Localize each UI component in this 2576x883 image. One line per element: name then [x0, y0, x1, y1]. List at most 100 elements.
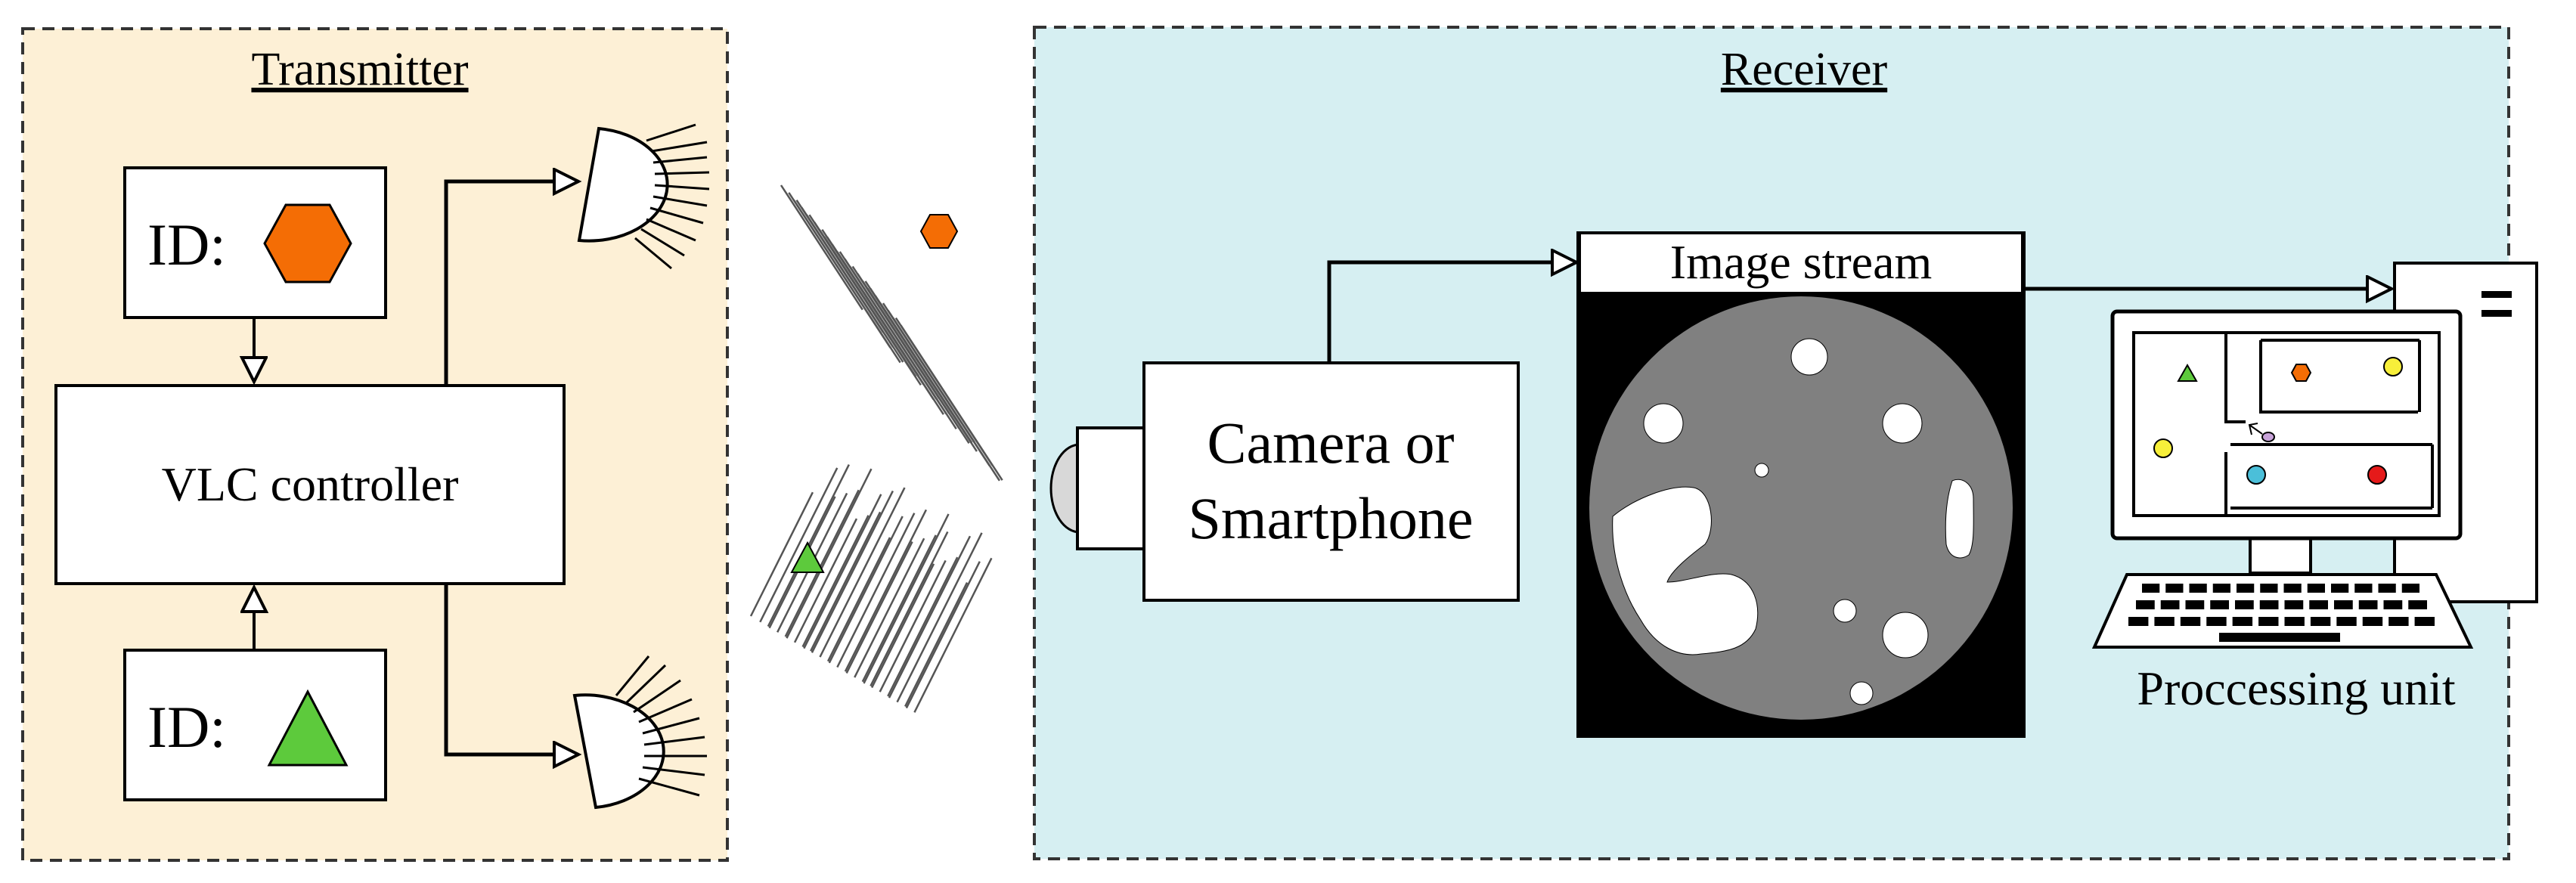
light-beam-line	[870, 563, 935, 689]
camera-barrel	[1076, 426, 1147, 550]
keyboard-key	[2354, 584, 2373, 593]
light-beam-line	[836, 513, 916, 668]
light-beam-line	[784, 489, 860, 637]
camera-device: Camera or Smartphone	[1049, 361, 1520, 602]
arrow-controller-to-upper-lamp	[444, 181, 578, 386]
light-beam-line	[888, 535, 972, 699]
channel-triangle-icon	[790, 541, 825, 573]
transmitter-panel: Transmitter ID: VLC controller ID:	[21, 27, 729, 862]
keyboard-key	[2383, 600, 2403, 609]
arrow-camera-to-image-stream	[1327, 262, 1576, 363]
keyboard	[2091, 573, 2474, 649]
image-stream-label: Image stream	[1670, 235, 1933, 289]
keyboard-key	[2260, 584, 2278, 593]
light-beam-line	[887, 556, 959, 697]
keyboard-key	[2309, 600, 2328, 609]
light-beam-line	[819, 487, 906, 658]
keyboard-key	[2408, 600, 2427, 609]
light-beam-line	[780, 184, 863, 311]
camera-label-line1: Camera or	[1207, 410, 1454, 476]
receiver-title: Receiver	[1721, 44, 1888, 95]
image-stream-header	[1578, 231, 2024, 295]
keyboard-key	[2401, 584, 2419, 593]
tower-slot-1	[2481, 291, 2512, 298]
image-stream: Image stream	[1576, 231, 2026, 738]
keyboard-key	[2189, 584, 2207, 593]
keyboard-key	[2388, 617, 2409, 626]
light-beam-line	[896, 532, 983, 703]
map-markers	[2153, 357, 2403, 485]
keyboard-key	[2358, 600, 2378, 609]
keyboard-key	[2331, 584, 2349, 593]
keyboard-key	[2235, 600, 2254, 609]
keyboard-key	[2283, 584, 2302, 593]
light-beam-line	[826, 537, 891, 662]
map-yellow-marker-left	[2153, 438, 2173, 458]
keyboard-key	[2336, 617, 2357, 626]
light-beam-line	[879, 302, 973, 444]
keyboard-key	[2142, 584, 2160, 593]
id-box-hexagon: ID:	[123, 166, 387, 319]
vlc-controller-box: VLC controller	[54, 384, 566, 585]
detected-light-spots	[1612, 338, 1974, 705]
keyboard-spacebar	[2219, 633, 2340, 642]
keyboard-key	[2378, 584, 2396, 593]
id-label-top: ID:	[147, 212, 226, 277]
keyboard-keys	[2128, 584, 2435, 642]
keyboard-key	[2237, 584, 2255, 593]
camera-lens-icon	[1049, 443, 1081, 534]
keyboard-key	[2136, 600, 2155, 609]
light-beam-line	[854, 538, 925, 678]
light-beam-line	[844, 509, 928, 672]
light-beam-line	[863, 513, 950, 684]
light-beam-line	[759, 467, 839, 623]
keyboard-key	[2258, 617, 2279, 626]
light-beam-line	[792, 199, 901, 364]
upper-led-lamp-icon	[577, 123, 710, 270]
light-beam-line	[866, 287, 970, 445]
light-beam-line	[861, 534, 937, 683]
monitor-stand	[2249, 534, 2312, 575]
vlc-controller-label: VLC controller	[162, 457, 459, 511]
keyboard-key	[2206, 617, 2227, 626]
receiver-panel: Receiver Camera or Smartphone Image stre…	[1033, 26, 2538, 860]
upper-light-beams	[780, 184, 1003, 482]
light-beam-line	[786, 468, 873, 639]
keyboard-key	[2232, 617, 2253, 626]
light-beam-line	[904, 582, 969, 707]
id-label-bottom: ID:	[147, 694, 226, 760]
keyboard-key	[2212, 584, 2230, 593]
keyboard-key	[2362, 617, 2383, 626]
light-beam-line	[803, 494, 882, 649]
triangle-id-icon	[267, 689, 349, 767]
tower-slot-2	[2481, 310, 2512, 317]
light-beam-line	[823, 236, 917, 377]
light-beam-line	[828, 516, 904, 664]
map-red-marker	[2367, 465, 2387, 485]
light-channel	[749, 184, 1003, 713]
light-beam-line	[801, 515, 870, 648]
processing-unit-label: Proccessing unit	[2137, 661, 2456, 715]
light-beam-line	[811, 490, 894, 653]
keyboard-key	[2259, 600, 2279, 609]
keyboard-key	[2284, 600, 2304, 609]
keyboard-key	[2210, 600, 2229, 609]
light-beam-line	[913, 557, 993, 713]
light-beam-line	[749, 491, 814, 617]
light-beam-line	[870, 531, 949, 686]
transmitter-title: Transmitter	[251, 44, 468, 95]
keyboard-key	[2307, 584, 2325, 593]
map-yellow-marker-top	[2383, 357, 2403, 376]
light-beam-line	[905, 561, 981, 709]
light-beam-line	[848, 265, 957, 429]
map-blue-marker	[2246, 465, 2266, 485]
keyboard-key	[2310, 617, 2331, 626]
light-beam-line	[892, 317, 975, 443]
keyboard-key	[2185, 600, 2205, 609]
keyboard-key	[2414, 617, 2435, 626]
keyboard-key	[2128, 617, 2149, 626]
light-beam-line	[805, 214, 904, 363]
keyboard-key	[2160, 600, 2180, 609]
light-beam-line	[793, 518, 858, 643]
